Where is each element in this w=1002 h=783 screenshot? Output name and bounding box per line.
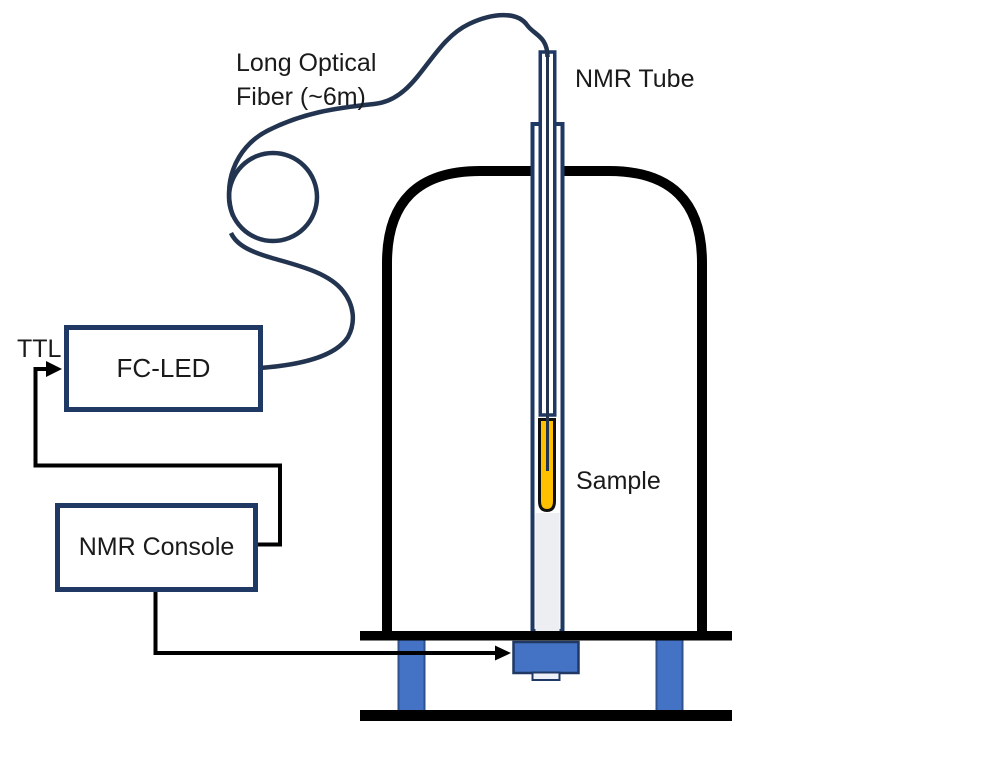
probe-box <box>512 640 580 675</box>
magnet-base-plate <box>360 710 732 721</box>
console-probe-line <box>153 588 495 655</box>
probe-connector-tab <box>531 671 561 681</box>
ttl-arrowhead <box>46 361 62 377</box>
sample-label: Sample <box>576 467 661 495</box>
magnet-support-left <box>397 636 426 712</box>
optical-fiber-loop <box>226 150 320 244</box>
fc-led-box: FC-LED <box>64 325 263 412</box>
magnet-support-right <box>655 636 684 712</box>
ttl-label: TTL <box>17 335 62 363</box>
optical-fiber-label: Long Optical Fiber (~6m) <box>236 49 377 111</box>
nmr-console-box: NMR Console <box>55 503 258 592</box>
console-probe-arrowhead <box>495 645 511 661</box>
optical-fiber-segment-a <box>228 231 356 371</box>
tube-lower-fill <box>535 513 560 631</box>
magnet-bore-plate <box>360 631 732 641</box>
nmr-tube-label: NMR Tube <box>575 65 695 93</box>
nmr-console-box-label: NMR Console <box>78 533 235 561</box>
ttl-signal-line <box>33 367 282 547</box>
optical-fiber-segment-b <box>226 12 550 217</box>
fc-led-box-label: FC-LED <box>116 353 211 383</box>
